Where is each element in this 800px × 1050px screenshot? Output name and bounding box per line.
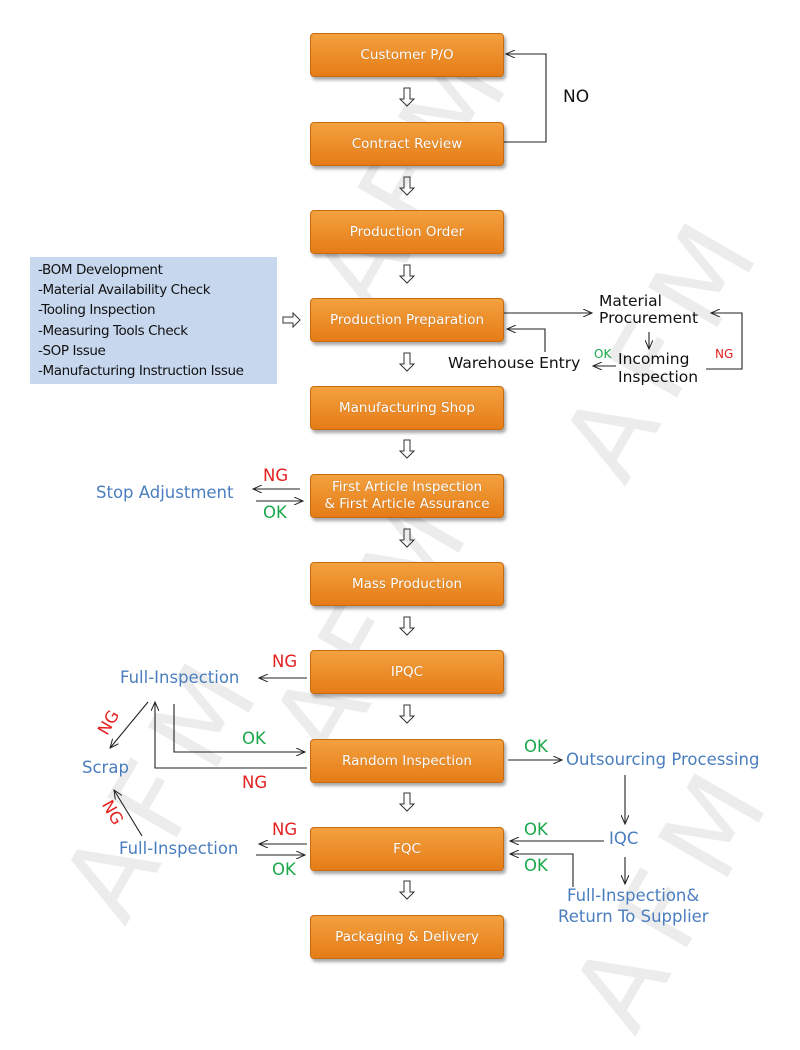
note-item: -SOP Issue xyxy=(38,342,106,359)
down-arrow-1 xyxy=(398,87,416,107)
warehouse-entry-label: Warehouse Entry xyxy=(448,354,581,372)
step-label: Production Order xyxy=(349,223,465,240)
full-inspection-label-1: Full-Inspection xyxy=(120,668,240,687)
full-insp-to-scrap-1 xyxy=(110,701,149,748)
fqc-ok-label: OK xyxy=(272,860,296,879)
incoming-label-1: Incoming xyxy=(618,350,690,368)
step-customer-po: Customer P/O xyxy=(310,33,504,77)
preparation-notes: -BOM Development -Material Availability … xyxy=(30,257,277,384)
return-label-2: Return To Supplier xyxy=(558,907,709,926)
no-loop-line xyxy=(503,54,547,143)
down-arrow-6 xyxy=(398,528,416,548)
down-arrow-9 xyxy=(398,792,416,812)
material-label-1: Material xyxy=(599,292,662,310)
step-packaging-delivery: Packaging & Delivery xyxy=(310,915,504,959)
note-item: -Manufacturing Instruction Issue xyxy=(38,363,244,380)
down-arrow-4 xyxy=(398,352,416,372)
note-item: -Tooling Inspection xyxy=(38,302,156,319)
step-label: Customer P/O xyxy=(360,46,454,63)
down-arrow-2 xyxy=(398,176,416,196)
ipqc-ng-label: NG xyxy=(272,652,298,671)
outsourcing-ok-label: OK xyxy=(524,737,548,756)
warehouse-to-prep xyxy=(507,329,546,352)
step-label: Mass Production xyxy=(351,575,463,592)
step-label: Random Inspection xyxy=(342,752,472,769)
step-first-article: First Article Inspection& First Article … xyxy=(310,474,504,518)
notes-arrow xyxy=(282,311,301,329)
iqc-label: IQC xyxy=(609,829,639,848)
incoming-label-2: Inspection xyxy=(618,368,699,386)
iqc-ok-label: OK xyxy=(524,820,548,839)
step-label: FQC xyxy=(393,840,421,857)
outsourcing-processing-label: Outsourcing Processing xyxy=(566,750,760,769)
material-label-2: Procurement xyxy=(599,309,699,327)
step-mass-production: Mass Production xyxy=(310,562,504,606)
step-label-line1: First Article Inspection xyxy=(331,479,483,495)
step-contract-review: Contract Review xyxy=(310,122,504,166)
down-arrow-10 xyxy=(398,880,416,900)
step-random-inspection: Random Inspection xyxy=(310,739,504,783)
full-insp-to-scrap-2 xyxy=(114,790,143,837)
down-arrow-8 xyxy=(398,704,416,724)
step-label: IPQC xyxy=(390,663,424,680)
step-fqc: FQC xyxy=(310,827,504,871)
step-ipqc: IPQC xyxy=(310,650,504,694)
fqc-ng-label: NG xyxy=(272,820,298,839)
step-production-preparation: Production Preparation xyxy=(310,298,504,342)
step-label: Contract Review xyxy=(351,135,463,152)
note-item: -Measuring Tools Check xyxy=(38,322,188,339)
step-production-order: Production Order xyxy=(310,210,504,254)
down-arrow-3 xyxy=(398,264,416,284)
material-ng-label: NG xyxy=(715,347,734,361)
return-to-fqc xyxy=(510,854,574,887)
no-label: NO xyxy=(563,87,590,107)
random-ng-label: NG xyxy=(242,773,268,792)
stop-adjustment-label: Stop Adjustment xyxy=(96,483,234,502)
connectors xyxy=(0,0,743,900)
full-inspection-label-2: Full-Inspection xyxy=(119,839,239,858)
return-label-1: Full-Inspection& xyxy=(567,886,700,905)
ng-loop-line xyxy=(706,313,743,370)
fa-ok-label: OK xyxy=(263,503,287,522)
step-label: Production Preparation xyxy=(329,311,485,328)
fa-ng-label: NG xyxy=(263,466,289,485)
step-label-line2: & First Article Assurance xyxy=(324,496,490,512)
random-ok-label: OK xyxy=(242,729,266,748)
step-manufacturing-shop: Manufacturing Shop xyxy=(310,386,504,430)
full-insp-ok-line xyxy=(173,704,305,752)
scrap-label: Scrap xyxy=(82,758,129,777)
note-item: -Material Availability Check xyxy=(38,282,211,299)
material-ok-label: OK xyxy=(594,347,612,361)
random-ng-line xyxy=(155,702,307,769)
step-label: Manufacturing Shop xyxy=(338,399,475,416)
step-label: Packaging & Delivery xyxy=(335,928,479,945)
down-arrow-5 xyxy=(398,439,416,459)
return-ok-label: OK xyxy=(524,856,548,875)
down-arrow-7 xyxy=(398,616,416,636)
note-item: -BOM Development xyxy=(38,262,163,278)
